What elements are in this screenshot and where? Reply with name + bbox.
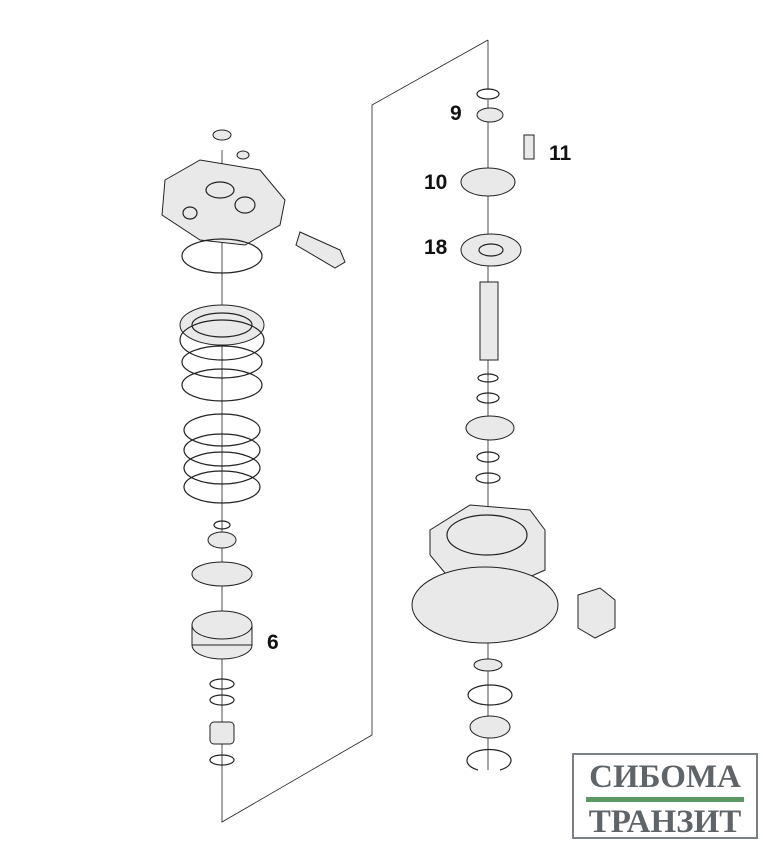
callout-9: 9 bbox=[450, 102, 462, 125]
clutch-discs bbox=[183, 413, 261, 504]
company-logo: СИБОМА ТРАНЗИТ bbox=[572, 753, 758, 840]
logo-line-1: СИБОМА bbox=[589, 759, 741, 795]
valve-plate bbox=[460, 167, 516, 197]
motor-housing bbox=[161, 129, 346, 269]
callout-18: 18 bbox=[424, 236, 448, 259]
thrust-plate bbox=[460, 233, 522, 267]
callout-11: 11 bbox=[549, 142, 572, 165]
shaft bbox=[479, 281, 499, 361]
logo-divider bbox=[586, 797, 744, 802]
assembly-connector-line bbox=[221, 39, 489, 823]
gear-housing bbox=[411, 504, 616, 644]
callout-6: 6 bbox=[267, 631, 279, 654]
bearing bbox=[179, 304, 265, 361]
callout-10: 10 bbox=[424, 171, 448, 194]
logo-line-2: ТРАНЗИТ bbox=[588, 804, 742, 840]
planetary-carrier bbox=[191, 610, 253, 660]
